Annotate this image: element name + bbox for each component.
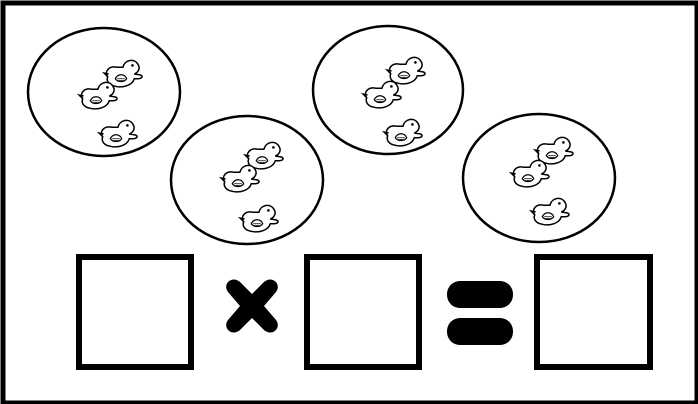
duck-group-4 [463, 114, 615, 242]
answer-box-2[interactable] [307, 257, 419, 367]
duck-group-1 [28, 28, 180, 156]
duck-group-2 [171, 116, 323, 244]
duck-group-3 [313, 26, 463, 154]
answer-box-3[interactable] [537, 257, 650, 367]
answer-box-1[interactable] [79, 257, 191, 367]
